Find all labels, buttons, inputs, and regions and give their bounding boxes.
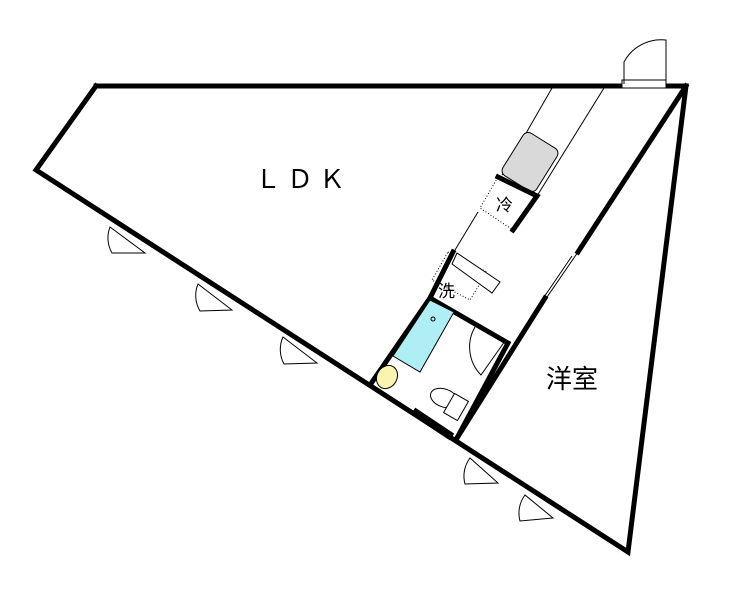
window-door: [107, 226, 147, 254]
bathroom-door[interactable]: [469, 326, 506, 376]
window-door: [518, 494, 555, 522]
kitchen-sink: [501, 131, 559, 193]
western-room-label: 洋室: [546, 365, 598, 395]
toilet[interactable]: [428, 385, 470, 422]
window-door: [279, 336, 319, 365]
window-door: [195, 283, 234, 312]
ldk-label: ＬＤＫ: [255, 165, 351, 195]
washbasin[interactable]: [372, 362, 401, 393]
refrigerator-label: 冷: [496, 196, 513, 216]
bathroom: [366, 248, 512, 442]
window-doors: [107, 226, 555, 522]
outer-walls: [32, 82, 689, 557]
washer-label: 洗: [438, 282, 455, 302]
entrance-door[interactable]: [621, 39, 667, 89]
window-door: [463, 457, 500, 485]
bathtub[interactable]: [392, 299, 455, 373]
refrigerator-space: 冷: [479, 173, 541, 234]
